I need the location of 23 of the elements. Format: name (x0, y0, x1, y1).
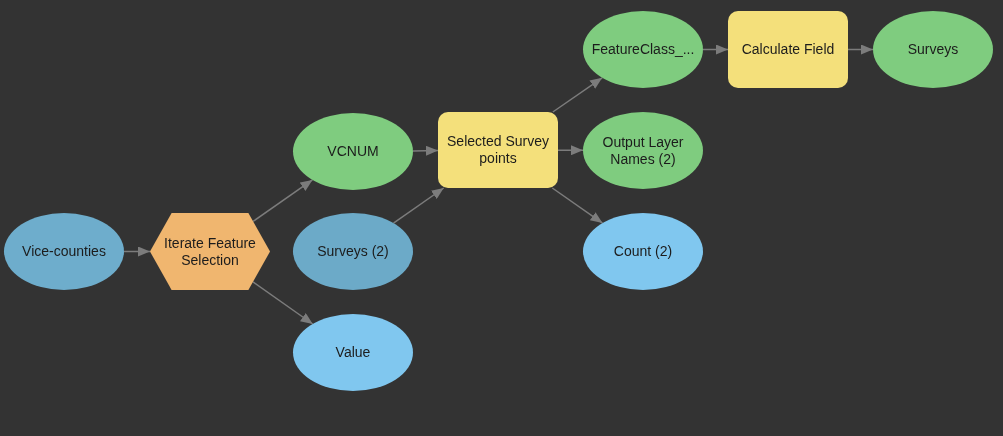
node-label: Value (334, 344, 372, 361)
node-label: FeatureClass_... (591, 41, 695, 58)
arrow (412, 145, 439, 156)
arrow (252, 179, 314, 223)
node-label: Count (2) (612, 243, 674, 260)
arrow (392, 187, 445, 224)
node-label: Selected Survey points (446, 133, 550, 167)
tool-box (438, 112, 558, 188)
node-label: Iterate Feature Selection (163, 234, 257, 269)
arrow (252, 281, 314, 325)
arrow (551, 187, 604, 224)
node-label: Vice-counties (21, 243, 107, 260)
arrow (847, 44, 874, 55)
arrow (702, 44, 729, 55)
arrow (557, 145, 584, 156)
node-label: Output Layer Names (2) (601, 133, 685, 168)
node-label: Surveys (2) (316, 243, 390, 260)
node-label: Surveys (906, 41, 960, 58)
arrow (123, 246, 151, 257)
arrow (552, 77, 603, 113)
tool-box (728, 11, 848, 88)
node-label: Calculate Field (740, 41, 836, 58)
node-label: VCNUM (326, 143, 380, 160)
